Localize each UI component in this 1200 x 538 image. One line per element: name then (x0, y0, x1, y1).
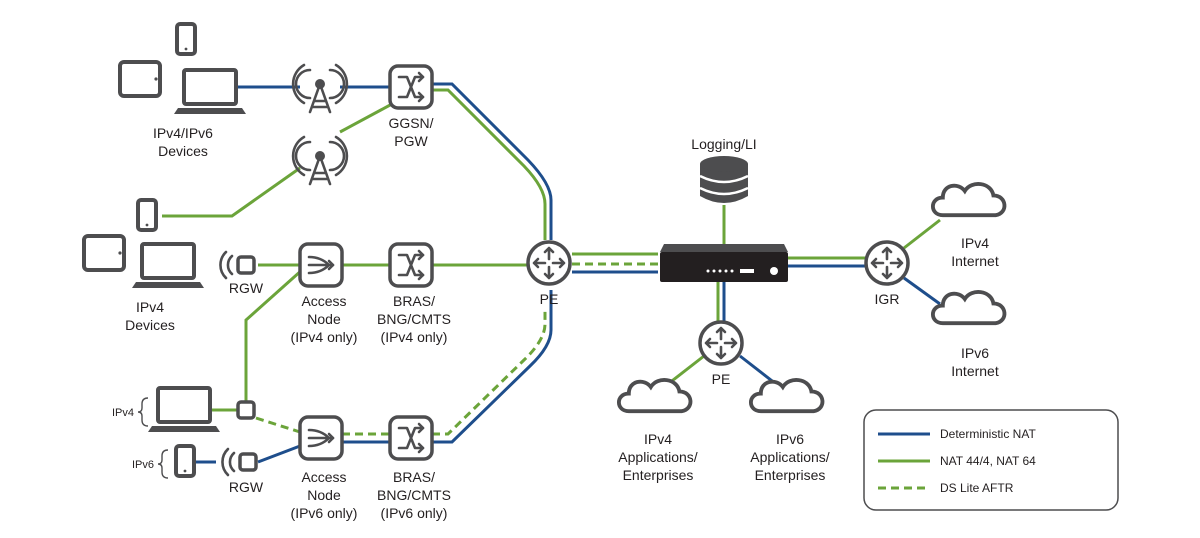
label-ggsn-2: PGW (394, 133, 428, 149)
label-ipv4-devices-2: Devices (125, 317, 175, 333)
label-ipv4-devices-1: IPv4 (136, 299, 164, 315)
label-access-node-v6-1: Access (301, 469, 346, 485)
link-phone-tower-lower (162, 166, 301, 218)
gateway-switch-icon (388, 415, 434, 461)
label-devices-top-2: Devices (158, 143, 208, 159)
label-access-node-v4-3: (IPv4 only) (291, 329, 358, 345)
label-bras-v6-1: BRAS/ (393, 469, 435, 485)
legend-label-nat44: NAT 44/4, NAT 64 (940, 454, 1036, 468)
tablet-icon (118, 60, 162, 98)
cloud-icon (931, 290, 1007, 325)
label-pe-lower: PE (712, 371, 731, 387)
cloud-icon (931, 182, 1007, 217)
access-node-icon (298, 415, 344, 461)
phone-icon (175, 22, 197, 56)
label-bras-v4-2: BNG/CMTS (377, 311, 451, 327)
link-rgw-accessnode-v6-dash (255, 416, 301, 434)
laptop-icon (146, 386, 222, 434)
label-logging: Logging/LI (691, 136, 756, 152)
label-rgw-bottom: RGW (229, 479, 264, 495)
label-access-node-v6-3: (IPv6 only) (291, 505, 358, 521)
rgw-icon (220, 447, 258, 477)
label-brace-ipv6: IPv6 (132, 459, 154, 471)
gateway-switch-icon (388, 64, 434, 110)
router-icon (698, 320, 744, 366)
phone-icon (174, 444, 196, 478)
label-devices-top-1: IPv4/IPv6 (153, 125, 213, 141)
label-ipv4-internet-1: IPv4 (961, 235, 989, 251)
label-ipv6-apps-1: IPv6 (776, 431, 804, 447)
label-ipv6-apps-2: Applications/ (750, 449, 829, 465)
laptop-icon (172, 68, 248, 116)
label-ipv6-apps-3: Enterprises (755, 467, 826, 483)
link-pe-ipv4-apps (667, 354, 705, 386)
link-pe-ipv6-apps (739, 354, 777, 386)
gateway-switch-icon (388, 242, 434, 288)
cloud-icon (617, 378, 693, 413)
cell-tower-icon (291, 63, 349, 114)
router-icon (526, 240, 572, 286)
rgw-icon (218, 250, 256, 280)
laptop-icon (130, 242, 206, 290)
label-pe-main: PE (540, 291, 559, 307)
label-ggsn-1: GGSN/ (388, 115, 433, 131)
label-access-node-v6-2: Node (307, 487, 341, 503)
phone-icon (136, 198, 158, 232)
link-ggsn-pe-green (432, 88, 547, 240)
legend-label-deterministic: Deterministic NAT (940, 427, 1036, 441)
link-accessnode-bottom-rgw (244, 268, 303, 408)
label-ipv4-apps-3: Enterprises (623, 467, 694, 483)
label-ipv4-apps-1: IPv4 (644, 431, 672, 447)
label-brace-ipv4: IPv4 (112, 407, 134, 419)
label-bras-v6-2: BNG/CMTS (377, 487, 451, 503)
access-node-icon (298, 242, 344, 288)
label-bras-v6-3: (IPv6 only) (381, 505, 448, 521)
brace-ipv4 (137, 397, 149, 427)
label-access-node-v4-1: Access (301, 293, 346, 309)
label-ipv6-internet-2: Internet (951, 363, 999, 379)
label-access-node-v4-2: Node (307, 311, 341, 327)
label-ipv4-internet-2: Internet (951, 253, 999, 269)
label-bras-v4-3: (IPv4 only) (381, 329, 448, 345)
link-ggsn-pe-blue (432, 82, 553, 240)
router-icon (864, 240, 910, 286)
link-rgw-accessnode-v6-blue (257, 444, 301, 464)
link-bras-v6-pe-blue (432, 290, 553, 444)
label-ipv6-internet-1: IPv6 (961, 345, 989, 361)
bottom-rgw-box (236, 400, 256, 420)
label-rgw-mid: RGW (229, 280, 264, 296)
legend-label-dslite: DS Lite AFTR (940, 481, 1014, 495)
link-igr-ipv4-internet (903, 218, 941, 250)
cgnat-appliance-icon (660, 244, 788, 282)
link-tower-lower-ggsn (339, 102, 393, 134)
link-bras-v6-pe-dash (432, 310, 547, 436)
cloud-icon (749, 378, 825, 413)
cell-tower-icon (291, 135, 349, 186)
label-bras-v4-1: BRAS/ (393, 293, 435, 309)
label-ipv4-apps-2: Applications/ (618, 449, 697, 465)
legend: Deterministic NAT NAT 44/4, NAT 64 DS Li… (863, 409, 1119, 511)
link-igr-ipv6-internet (903, 276, 941, 306)
database-icon (699, 156, 749, 203)
label-igr: IGR (875, 291, 900, 307)
brace-ipv6 (157, 449, 169, 479)
tablet-icon (82, 234, 126, 272)
